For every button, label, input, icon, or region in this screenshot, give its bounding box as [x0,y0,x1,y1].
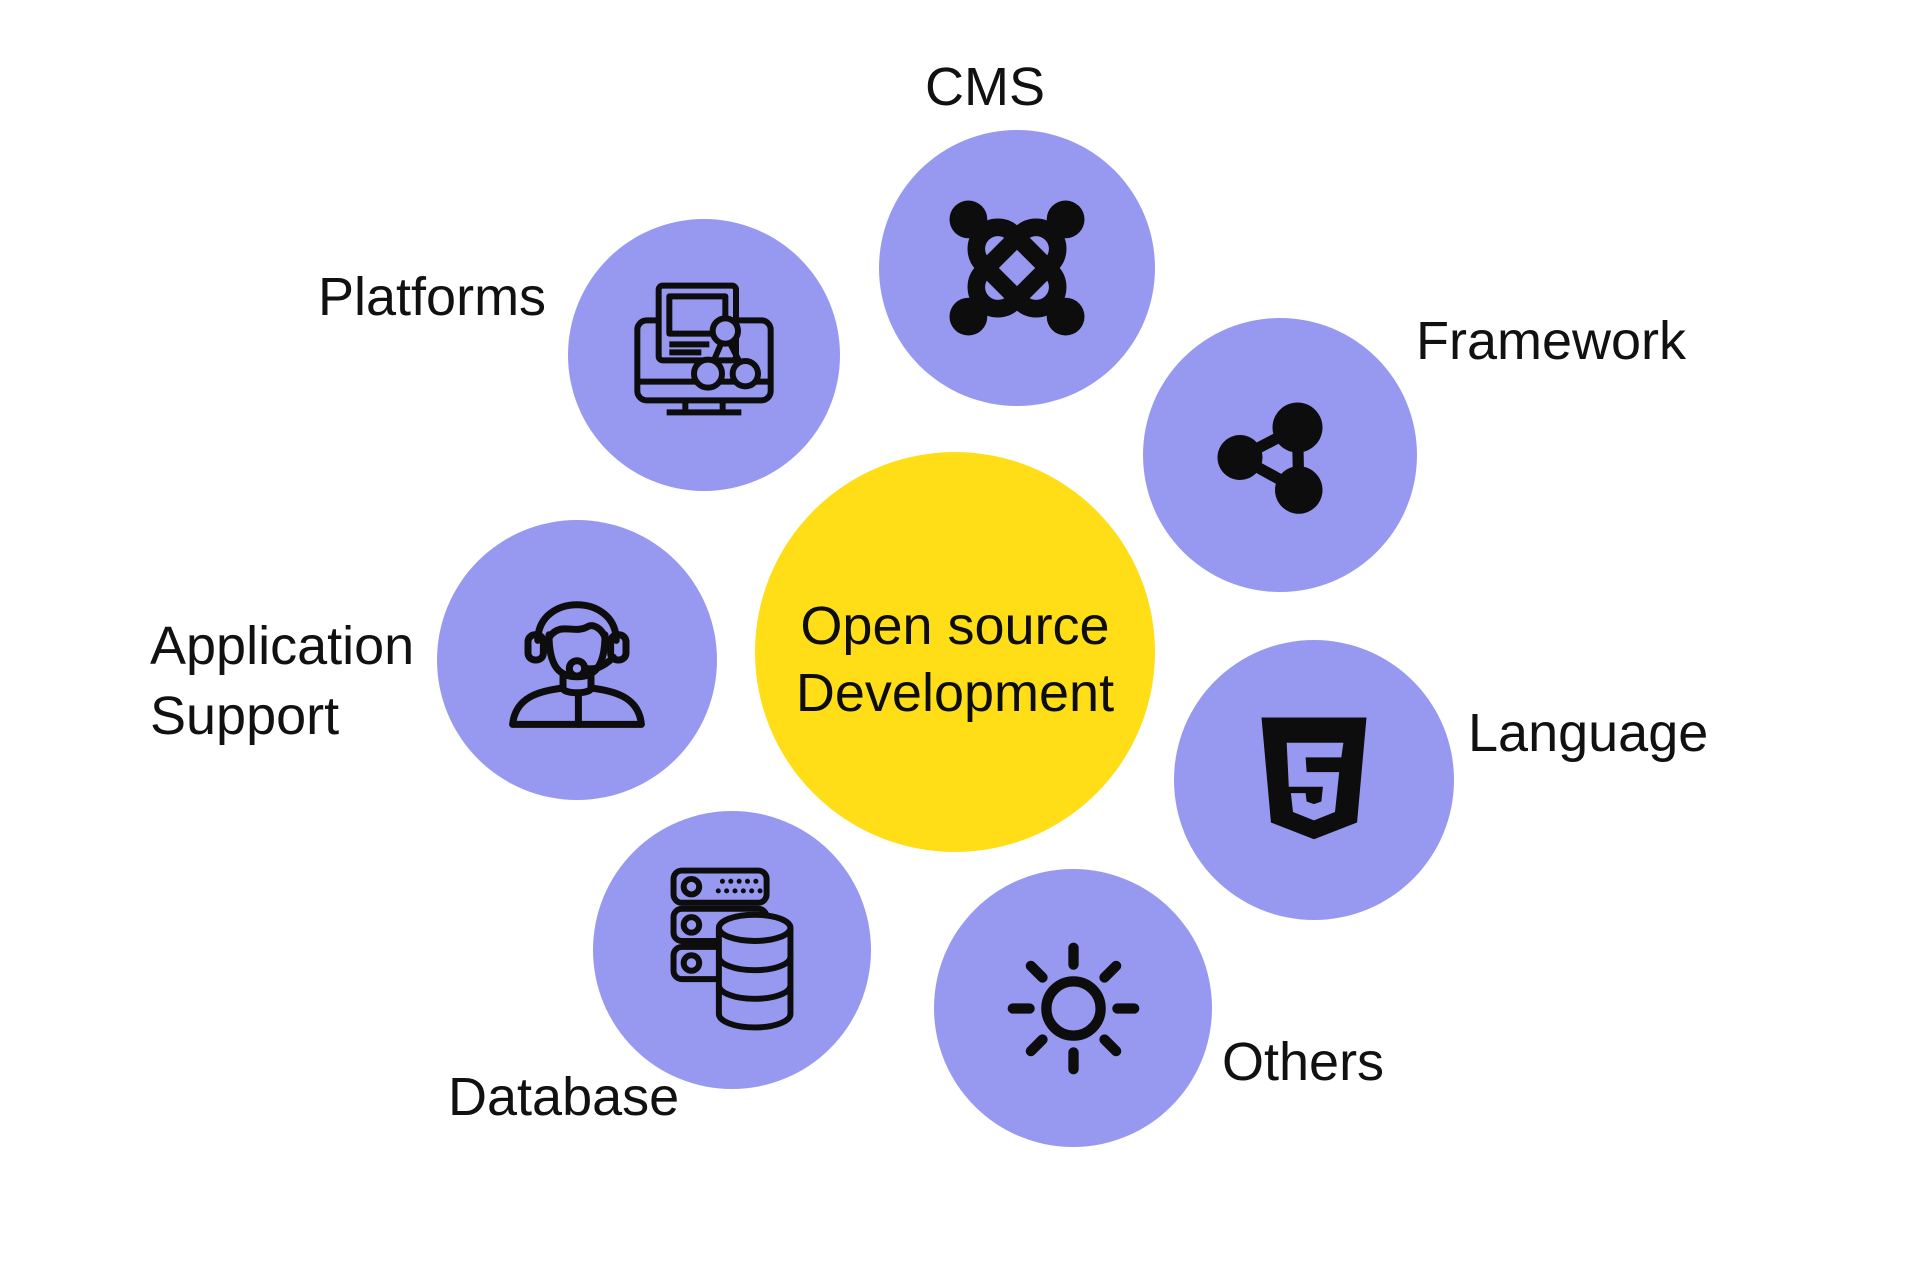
label-application-support: Application Support [150,611,414,751]
html5-shield-icon [1261,717,1367,839]
center-title: Open source Development [796,593,1114,727]
node-cms [879,130,1155,406]
joomla-logo-icon [949,200,1085,336]
node-application-support [437,520,717,800]
center-circle: Open source Development [755,452,1155,852]
center-title-line1: Open source [800,596,1110,656]
node-database [593,811,871,1089]
label-platforms: Platforms [318,267,547,327]
node-others [934,869,1212,1147]
label-others: Others [1222,1032,1385,1092]
label-application-support-line2: Support [150,686,340,746]
label-application-support-line1: Application [150,616,415,676]
node-language [1174,640,1454,920]
center-title-line2: Development [795,663,1115,723]
label-cms: CMS [925,57,1045,117]
label-database: Database [448,1067,680,1127]
label-language: Language [1468,703,1709,763]
share-nodes-icon [1217,402,1323,514]
support-agent-icon [509,601,645,728]
computer-platform-icon [634,282,774,416]
node-framework [1143,318,1417,592]
label-framework: Framework [1416,311,1687,371]
database-server-icon [670,867,794,1030]
sun-icon [1007,942,1139,1074]
node-platforms [568,219,840,491]
